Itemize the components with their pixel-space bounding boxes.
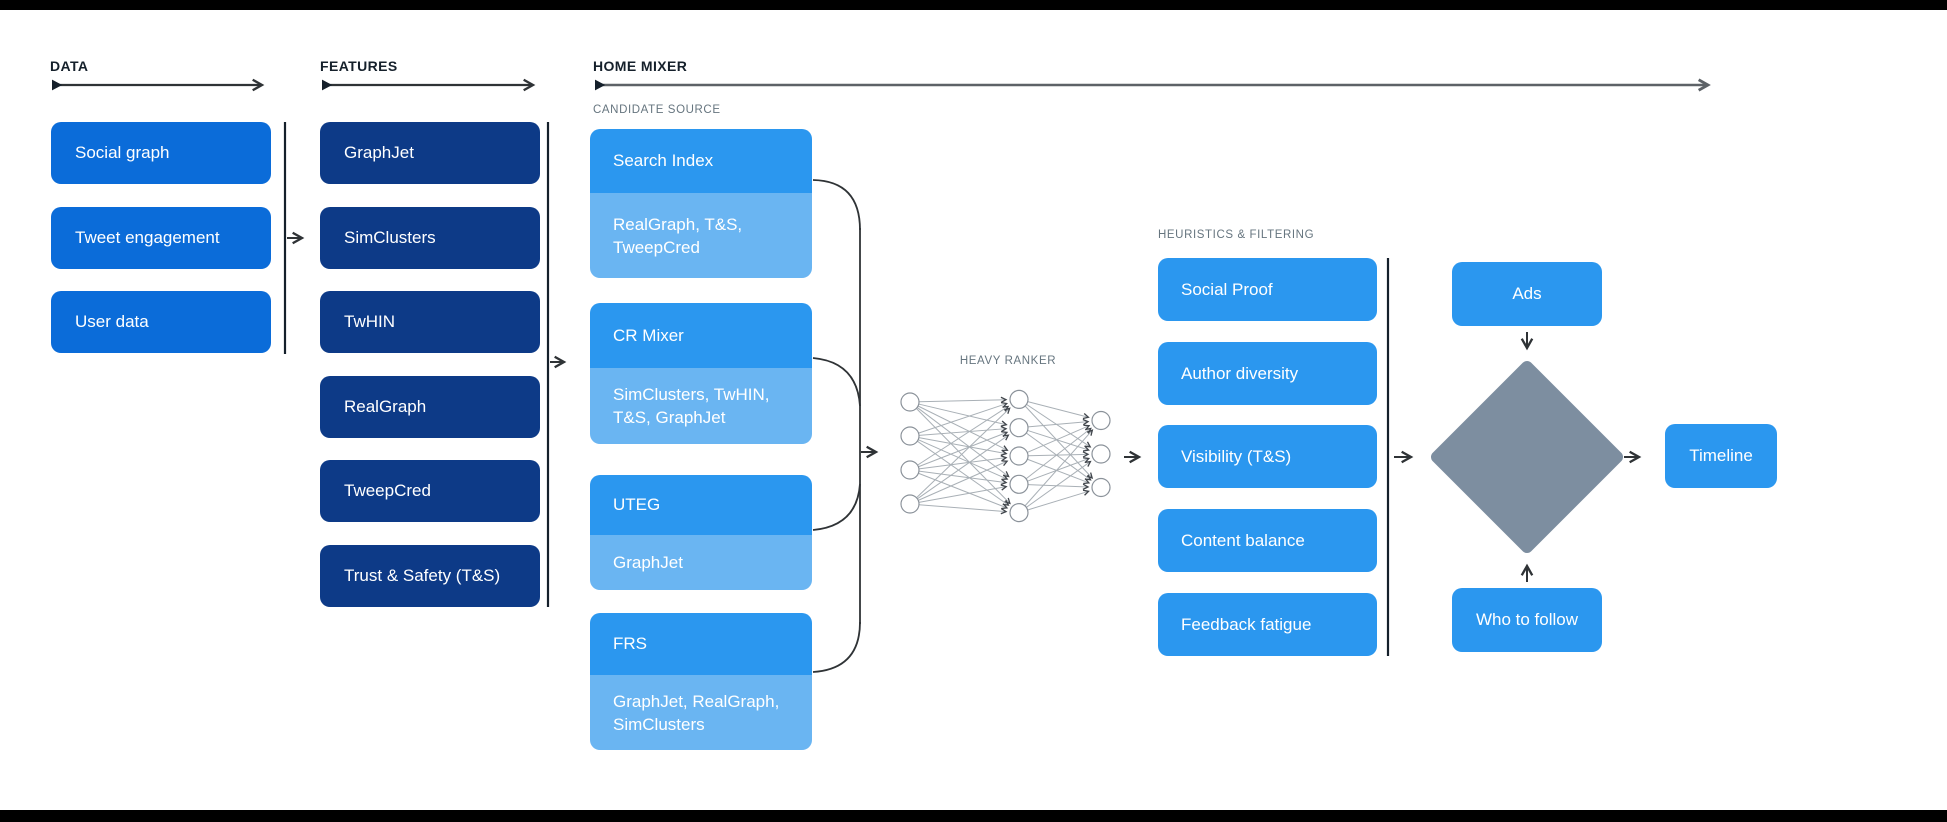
who-to-follow-box: Who to follow	[1452, 588, 1602, 652]
heuristic-box-visibility: Visibility (T&S)	[1158, 425, 1377, 488]
label-heuristics-filtering: HEURISTICS & FILTERING	[1158, 229, 1315, 241]
candidate-sources-cr-mixer: SimClusters, TwHIN, T&S, GraphJet	[590, 368, 812, 444]
feature-box-graphjet: GraphJet	[320, 122, 540, 184]
network-node	[1009, 446, 1029, 466]
heavy-ranker-network	[900, 389, 1111, 523]
network-node	[1009, 502, 1029, 523]
feature-box-tweepcred: TweepCred	[320, 460, 540, 522]
candidate-sources-uteg: GraphJet	[590, 535, 812, 590]
network-node	[1009, 418, 1029, 438]
section-title-data: DATA	[50, 58, 89, 74]
feature-box-trust-safety: Trust & Safety (T&S)	[320, 545, 540, 607]
candidate-box-uteg: UTEG	[590, 475, 812, 535]
label-candidate-source: CANDIDATE SOURCE	[593, 104, 721, 116]
section-title-home-mixer: HOME MIXER	[593, 58, 688, 74]
candidate-box-search-index: Search Index	[590, 129, 812, 193]
heuristic-box-feedback-fatigue: Feedback fatigue	[1158, 593, 1377, 656]
feature-box-realgraph: RealGraph	[320, 376, 540, 438]
timeline-box: Timeline	[1665, 424, 1777, 488]
data-box-social-graph: Social graph	[51, 122, 271, 184]
network-node	[900, 426, 920, 446]
feature-box-simclusters: SimClusters	[320, 207, 540, 269]
network-node	[900, 392, 920, 412]
candidate-sources-frs: GraphJet, RealGraph, SimClusters	[590, 675, 812, 750]
data-box-user-data: User data	[51, 291, 271, 353]
network-node	[1009, 474, 1029, 494]
frs-connector	[812, 621, 861, 673]
network-node	[1091, 410, 1111, 431]
search-index-connector	[812, 179, 861, 231]
network-node	[900, 494, 920, 514]
mixing-diamond-label: Mixing	[1502, 447, 1552, 466]
network-node	[900, 460, 920, 480]
label-heavy-ranker: HEAVY RANKER	[959, 355, 1057, 367]
candidate-sources-search-index: RealGraph, T&S, TweepCred	[590, 193, 812, 278]
uteg-connector	[812, 483, 861, 531]
section-title-features: FEATURES	[320, 58, 398, 74]
cr-mixer-connector	[812, 357, 861, 407]
heuristic-box-social-proof: Social Proof	[1158, 258, 1377, 321]
data-box-tweet-engagement: Tweet engagement	[51, 207, 271, 269]
heuristic-box-content-balance: Content balance	[1158, 509, 1377, 572]
network-node	[1009, 389, 1029, 409]
ads-box: Ads	[1452, 262, 1602, 326]
network-node	[1091, 477, 1111, 498]
candidate-box-cr-mixer: CR Mixer	[590, 303, 812, 368]
top-frame-bar	[0, 0, 1947, 10]
bottom-frame-bar	[0, 810, 1947, 822]
heuristic-box-author-diversity: Author diversity	[1158, 342, 1377, 405]
feature-box-twhin: TwHIN	[320, 291, 540, 353]
network-node	[1091, 444, 1111, 464]
candidate-box-frs: FRS	[590, 613, 812, 675]
